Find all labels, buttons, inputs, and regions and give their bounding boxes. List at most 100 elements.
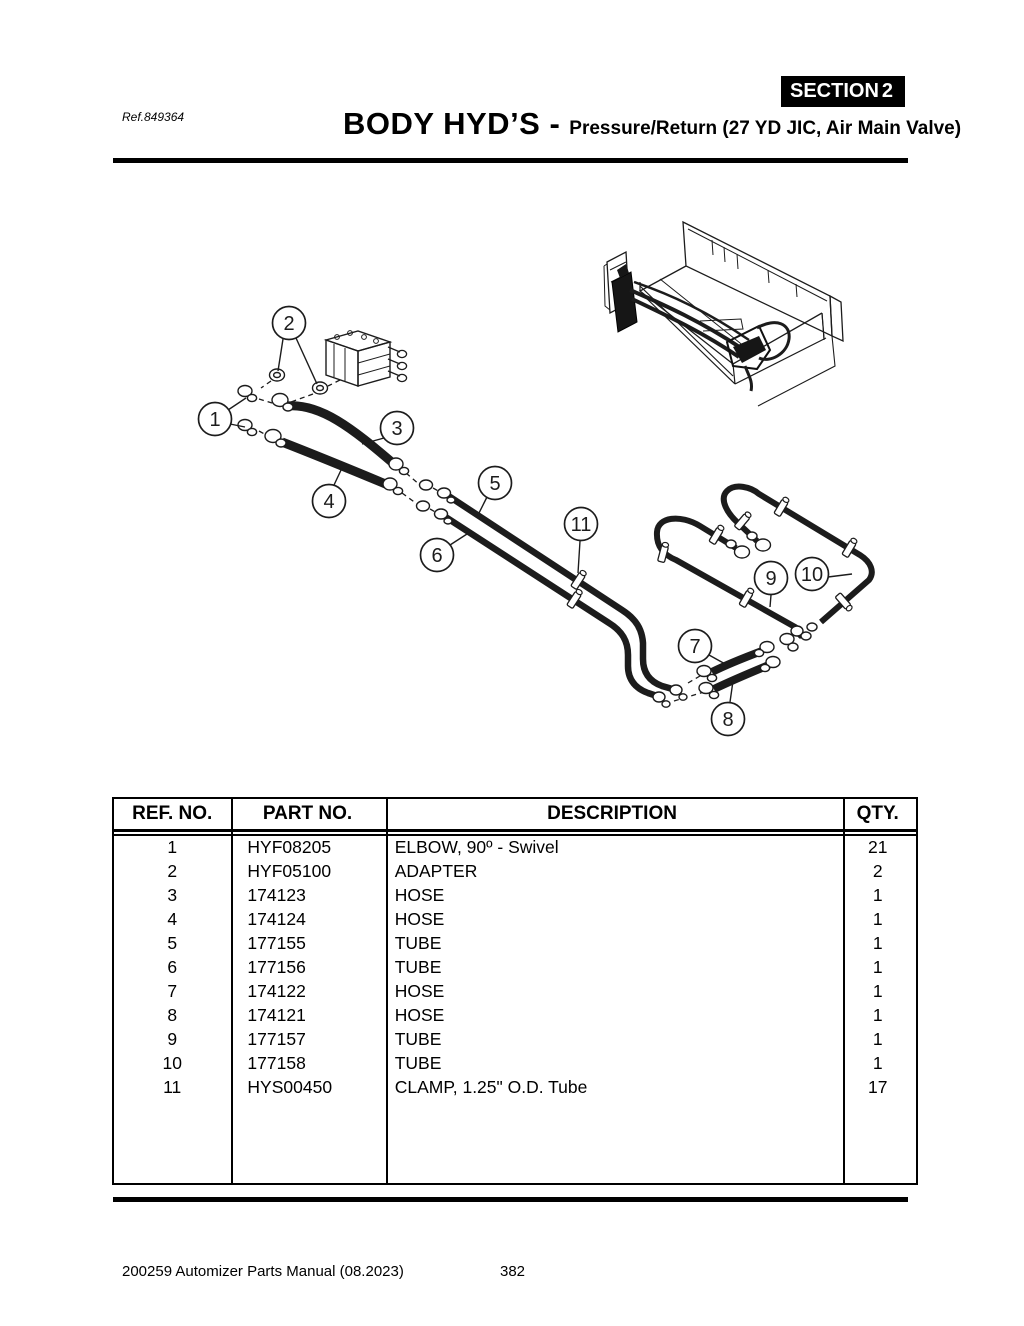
table-cell-part: HYS00450 — [247, 1077, 333, 1097]
table-cell-desc: CLAMP, 1.25" O.D. Tube — [394, 1077, 588, 1097]
table-row: 9 177157 TUBE 1 — [114, 1028, 916, 1052]
table-cell-qty: 1 — [872, 1029, 883, 1049]
table-cell-ref: 1 — [167, 837, 178, 857]
parts-diagram: 1 2 3 4 5 6 7 8 9 10 11 — [197, 220, 875, 737]
fittings — [237, 368, 818, 708]
column-header-desc: DESCRIPTION — [547, 803, 677, 824]
table-cell-qty: 1 — [872, 1005, 883, 1025]
table-cell-part: 177156 — [247, 957, 306, 977]
callout-balloons: 1 2 3 4 5 6 7 8 9 10 11 — [197, 305, 830, 737]
table-cell-desc: TUBE — [394, 1029, 442, 1049]
header-separator — [114, 829, 916, 832]
table-row: 2 HYF05100 ADAPTER 2 — [114, 860, 916, 884]
table-row: 1 HYF08205 ELBOW, 90º - Swivel 21 — [114, 836, 916, 860]
svg-text:3: 3 — [391, 418, 402, 440]
page-title-sub: Pressure/Return (27 YD JIC, Air Main Val… — [569, 118, 962, 139]
column-header-ref: REF. NO. — [132, 803, 213, 824]
svg-text:11: 11 — [571, 514, 592, 536]
callout-9: 9 — [753, 560, 789, 596]
section-label: SECTION — [790, 80, 879, 102]
table-cell-part: 174124 — [247, 909, 306, 929]
table-cell-ref: 5 — [167, 933, 178, 953]
svg-text:2: 2 — [283, 313, 294, 335]
table-cell-ref: 10 — [162, 1053, 182, 1073]
table-cell-desc: HOSE — [394, 1005, 445, 1025]
table-cell-part: 177155 — [247, 933, 306, 953]
valve-block — [323, 330, 408, 387]
table-cell-qty: 21 — [867, 837, 888, 857]
svg-text:10: 10 — [801, 564, 823, 586]
table-cell-part: 177158 — [247, 1053, 306, 1073]
callout-7: 7 — [677, 628, 713, 664]
table-cell-part: 174122 — [247, 981, 306, 1001]
table-cell-qty: 1 — [872, 957, 883, 977]
callout-4: 4 — [311, 483, 347, 519]
table-cell-qty: 1 — [872, 885, 883, 905]
table-cell-part: 174123 — [247, 885, 306, 905]
section-badge: SECTION 2 — [781, 76, 905, 107]
hose-3 — [286, 401, 397, 468]
callout-1: 1 — [197, 401, 233, 437]
table-cell-desc: HOSE — [394, 909, 445, 929]
callout-leaders — [227, 337, 853, 703]
header-separator — [114, 834, 916, 836]
table-divider — [231, 799, 233, 1183]
tube-5 — [445, 492, 677, 694]
footer-rule — [113, 1197, 908, 1202]
callout-3: 3 — [379, 410, 415, 446]
table-cell-qty: 1 — [872, 909, 883, 929]
reference-number: Ref.849364 — [122, 110, 185, 124]
svg-text:4: 4 — [323, 491, 334, 513]
table-cell-desc: TUBE — [394, 1053, 442, 1073]
table-cell-qty: 1 — [872, 1053, 883, 1073]
column-header-part: PART NO. — [262, 803, 353, 824]
table-cell-part: HYF08205 — [247, 837, 332, 857]
table-cell-qty: 1 — [872, 981, 883, 1001]
table-row: 10 177158 TUBE 1 — [114, 1052, 916, 1076]
table-cell-ref: 9 — [167, 1029, 178, 1049]
table-cell-part: 177157 — [247, 1029, 306, 1049]
table-header-row: REF. NO. PART NO. DESCRIPTION QTY. — [114, 799, 916, 829]
table-cell-ref: 3 — [167, 885, 178, 905]
section-number: 2 — [881, 80, 893, 102]
page-title-main: BODY HYD’S - — [343, 106, 561, 141]
table-cell-desc: ADAPTER — [394, 861, 478, 881]
header-rule — [113, 158, 908, 163]
table-cell-desc: TUBE — [394, 933, 442, 953]
tube-clamps — [566, 495, 859, 613]
table-cell-qty: 2 — [872, 861, 883, 881]
table-cell-desc: TUBE — [394, 957, 442, 977]
callout-10: 10 — [794, 556, 830, 592]
svg-text:9: 9 — [765, 568, 776, 590]
table-row: 7 174122 HOSE 1 — [114, 980, 916, 1004]
table-cell-qty: 1 — [872, 933, 883, 953]
table-cell-desc: ELBOW, 90º - Swivel — [394, 837, 559, 857]
page-title: BODY HYD’S - Pressure/Return (27 YD JIC,… — [343, 106, 961, 142]
callout-11: 11 — [563, 506, 599, 542]
table-cell-desc: HOSE — [394, 885, 445, 905]
table-row: 3 174123 HOSE 1 — [114, 884, 916, 908]
table-cell-ref: 8 — [167, 1005, 178, 1025]
hose-4 — [280, 437, 390, 490]
table-cell-ref: 2 — [167, 861, 178, 881]
footer-manual-info: 200259 Automizer Parts Manual (08.2023) — [122, 1263, 404, 1280]
svg-text:8: 8 — [722, 709, 733, 731]
callout-2: 2 — [271, 305, 307, 341]
table-cell-ref: 7 — [167, 981, 178, 1001]
column-header-qty: QTY. — [856, 803, 899, 824]
table-cell-part: HYF05100 — [247, 861, 332, 881]
tube-10 — [720, 483, 875, 625]
table-divider — [386, 799, 388, 1183]
svg-text:1: 1 — [209, 409, 220, 431]
truck-body-illustration — [603, 220, 844, 407]
svg-text:5: 5 — [489, 473, 500, 495]
table-row: 5 177155 TUBE 1 — [114, 932, 916, 956]
table-cell-desc: HOSE — [394, 981, 445, 1001]
table-cell-ref: 6 — [167, 957, 178, 977]
table-cell-ref: 11 — [163, 1077, 182, 1097]
